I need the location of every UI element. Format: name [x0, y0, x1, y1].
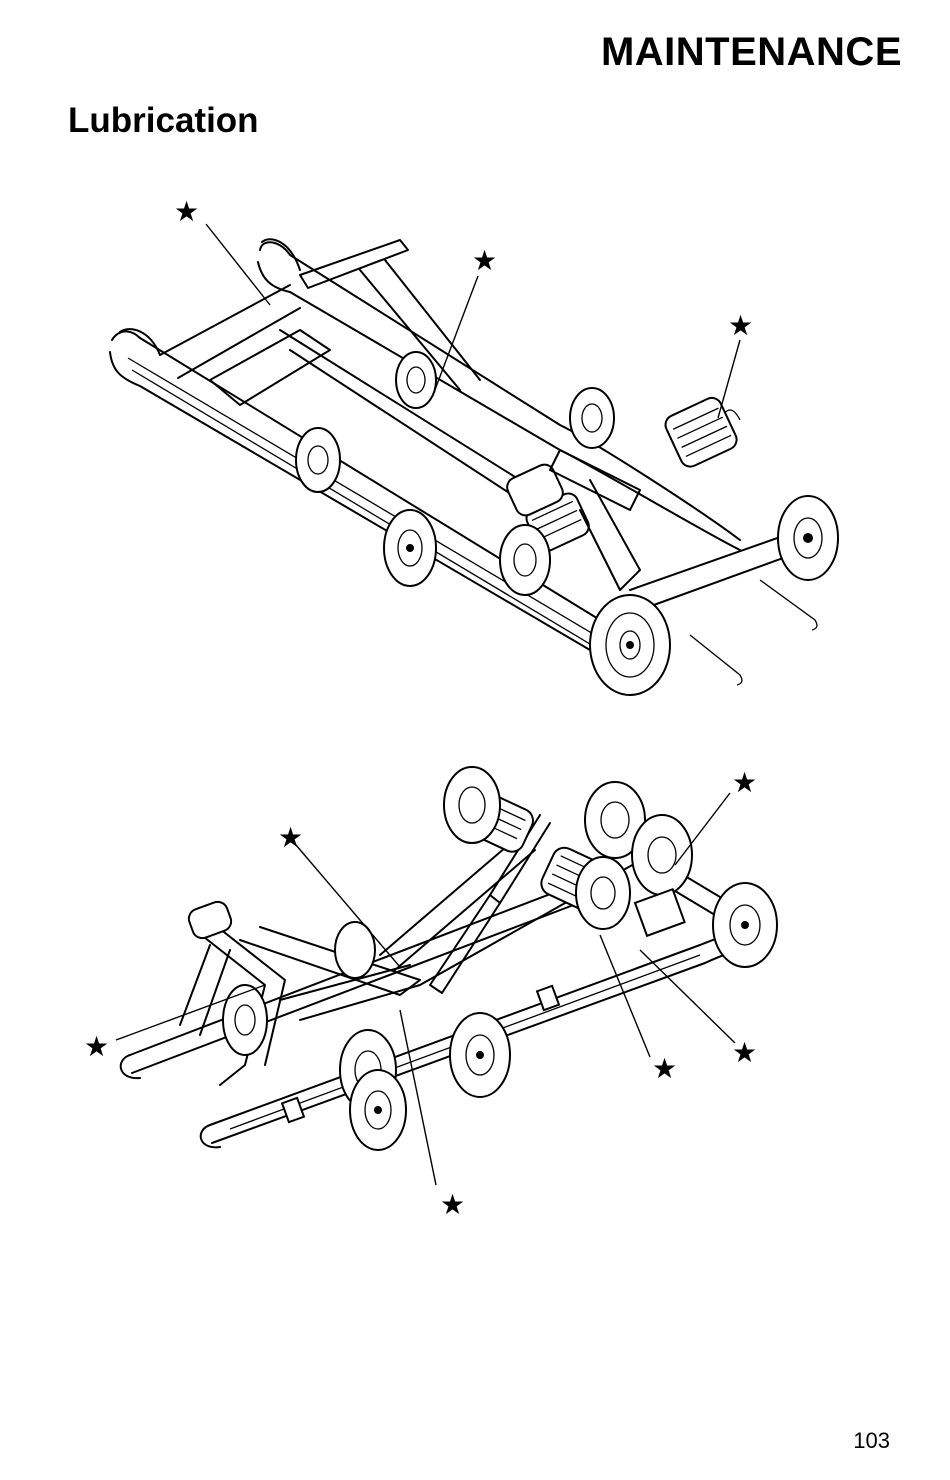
- star-icon: ★: [174, 195, 199, 228]
- rear-suspension-illustration-top: ★ ★ ★: [0, 180, 950, 720]
- page-number: 103: [853, 1428, 890, 1454]
- leader-line: [718, 340, 740, 418]
- rear-suspension-illustration-bottom: ★ ★ ★ ★ ★ ★: [0, 745, 950, 1245]
- wheel-rear-center: [500, 525, 550, 595]
- leader-line: [433, 276, 478, 395]
- wheel-inner-left: [223, 985, 267, 1055]
- suspension-line-drawing: [121, 767, 777, 1150]
- star-icon: ★: [472, 244, 497, 277]
- leader-line: [640, 950, 735, 1043]
- star-icon: ★: [440, 1188, 465, 1221]
- star-icon: ★: [278, 821, 303, 854]
- section-title: MAINTENANCE: [601, 30, 902, 75]
- wheel-mid-right: [570, 388, 614, 448]
- star-icon: ★: [728, 309, 753, 342]
- wheel-left-lower: [350, 1070, 406, 1150]
- star-icon: ★: [732, 1036, 757, 1069]
- star-icon: ★: [652, 1052, 677, 1085]
- wheel-top-left: [444, 767, 500, 843]
- wheel-center: [450, 1013, 510, 1097]
- wheel-right: [713, 883, 777, 967]
- wheel-rear-right: [396, 352, 436, 408]
- wheel-spring-hub: [576, 857, 630, 929]
- wheel-rear-idler: [296, 428, 340, 492]
- star-icon: ★: [84, 1030, 109, 1063]
- star-icon: ★: [732, 766, 757, 799]
- suspension-line-drawing: [110, 239, 838, 695]
- subsection-title: Lubrication: [68, 101, 259, 141]
- wheel-front-left: [590, 595, 670, 695]
- leader-line: [206, 224, 270, 305]
- front-spring: [662, 395, 740, 470]
- wheel-mid-left: [384, 510, 436, 586]
- wheel-front-right: [778, 496, 838, 580]
